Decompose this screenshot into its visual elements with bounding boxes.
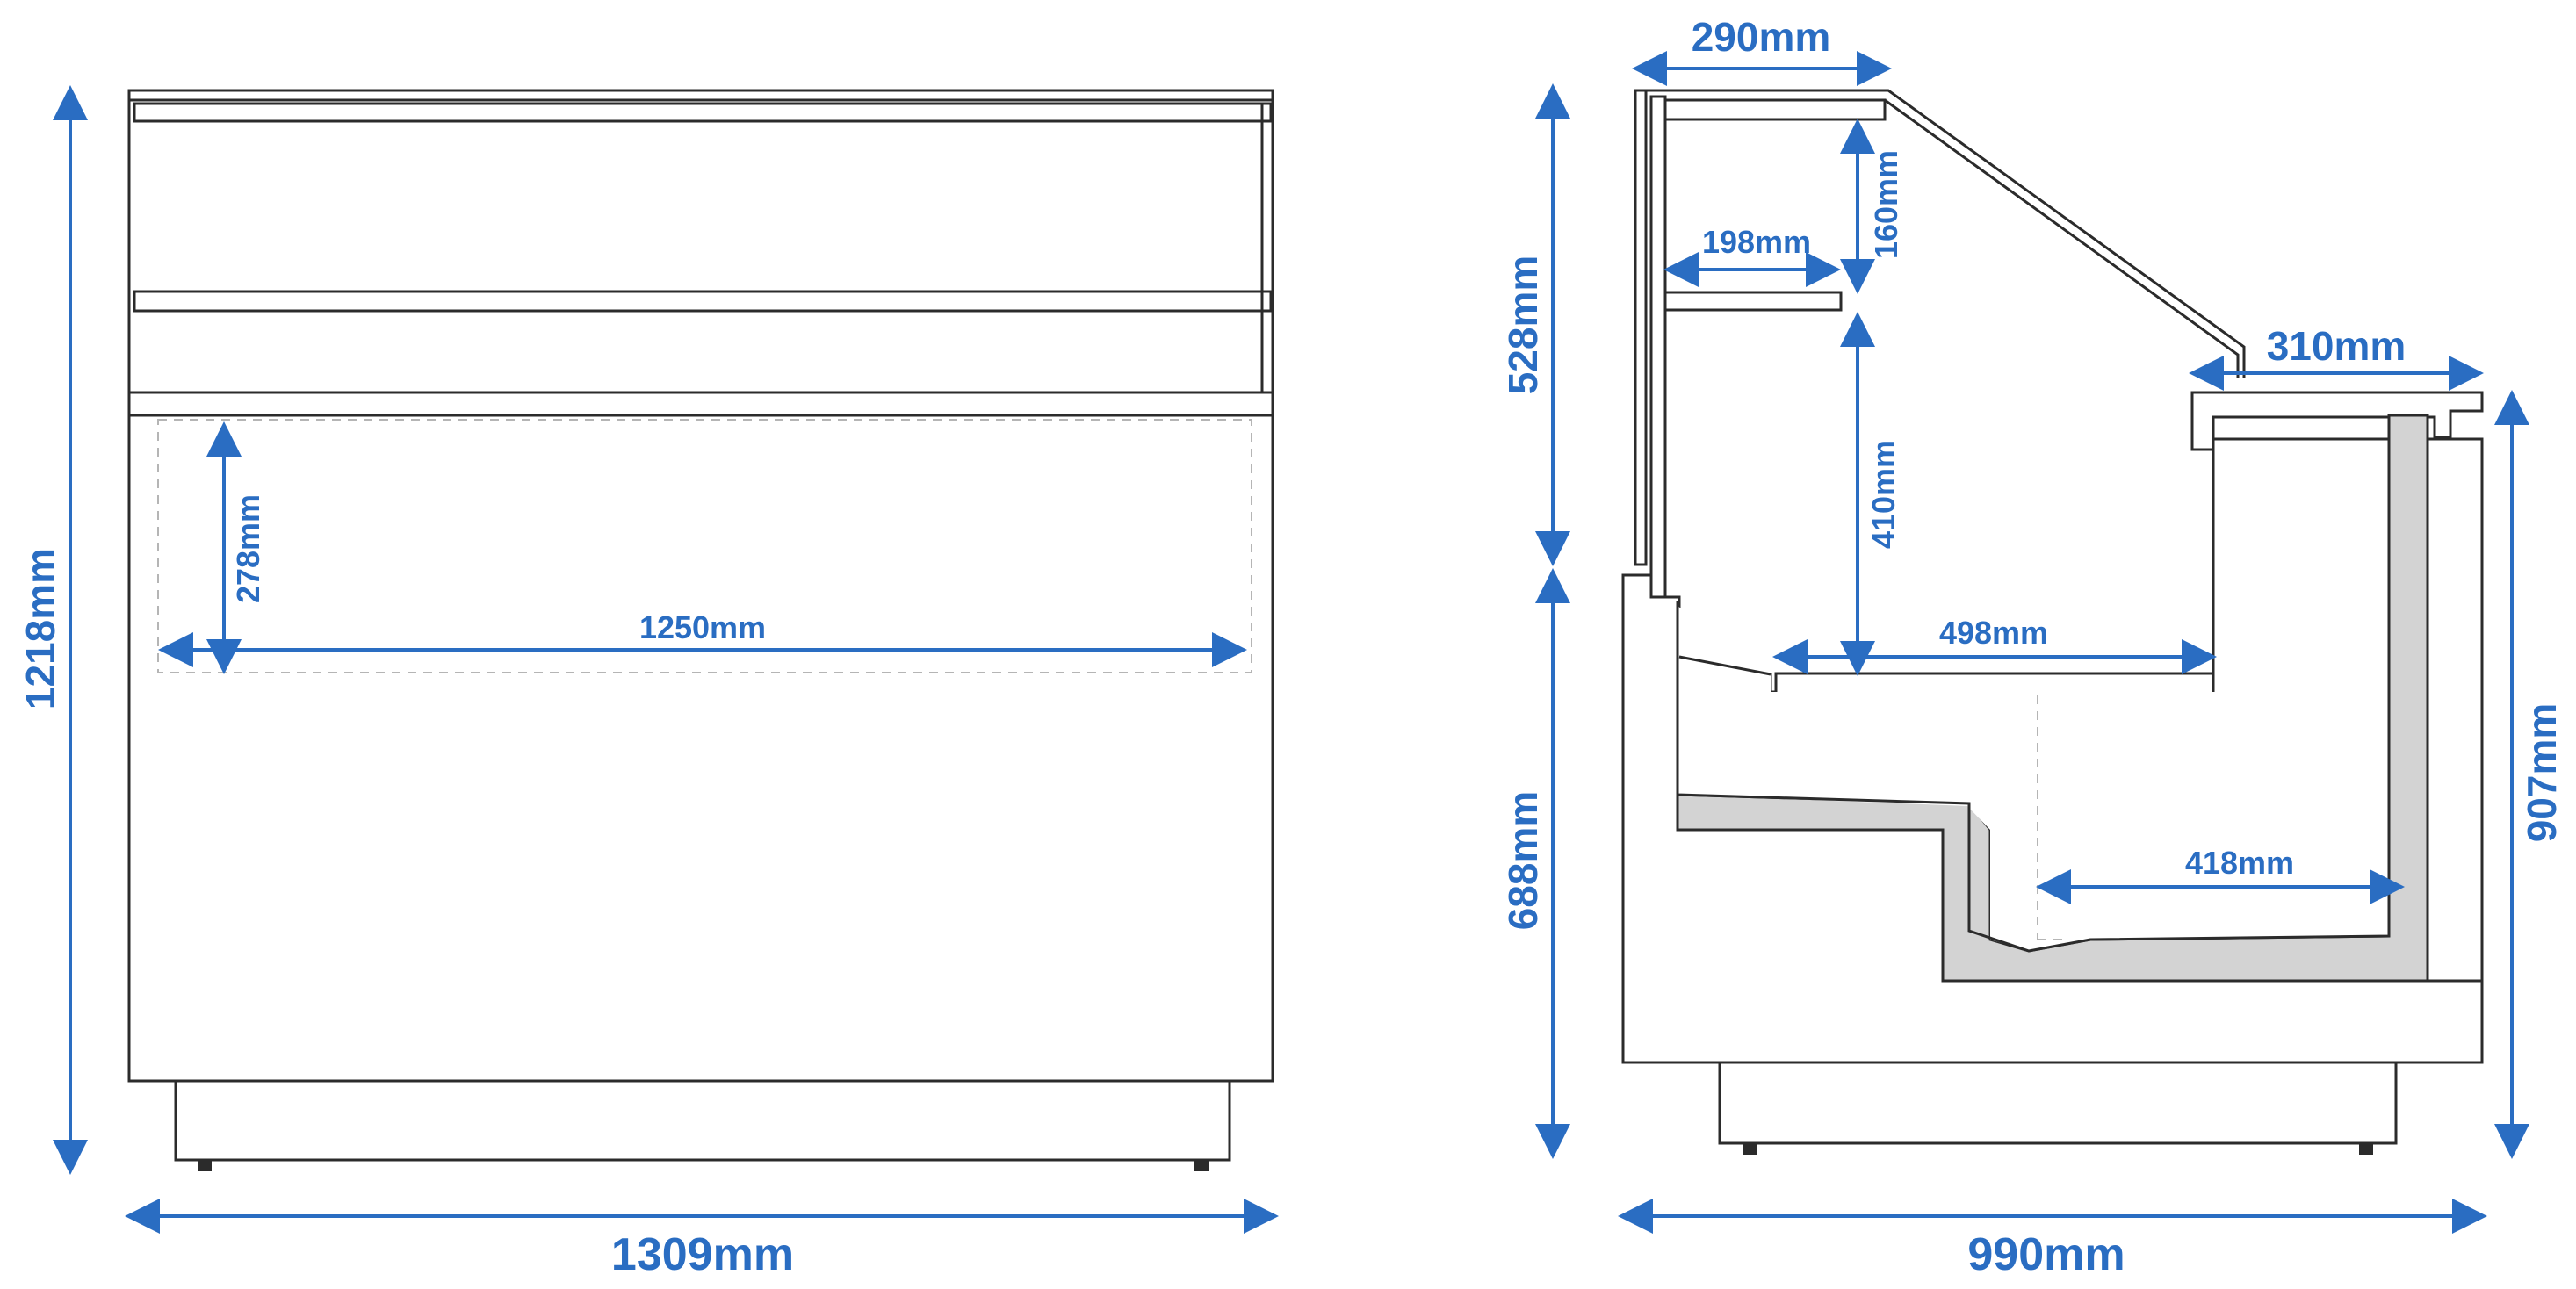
side-top-depth-label: 290mm [1692, 14, 1831, 60]
side-middle-height-label: 410mm [1865, 440, 1901, 549]
front-canopy-frame [127, 89, 1274, 394]
side-counter-top [2190, 391, 2484, 451]
side-rear-post-outer [1634, 89, 1648, 566]
side-view: 290mm 198mm 160mm 528mm 688mm 410mm 310m… [1500, 14, 2565, 1280]
side-foot-left [1743, 1143, 1757, 1155]
front-height-label: 1218mm [18, 548, 63, 709]
side-upper-shelf [1663, 291, 1843, 312]
front-body [127, 414, 1274, 1083]
side-shelf-depth-label: 498mm [1939, 615, 2048, 651]
side-rear-post-inner [1649, 95, 1667, 599]
front-view: 1218mm 1309mm 278mm 1250mm [18, 85, 1279, 1280]
side-upper-height-label: 528mm [1500, 256, 1546, 395]
front-shelf-height-label: 278mm [230, 494, 266, 603]
side-upper-shelf-label: 198mm [1702, 224, 1811, 260]
front-plinth [174, 1079, 1231, 1162]
front-middle-shelf [133, 290, 1273, 313]
front-foot-right [1194, 1160, 1209, 1171]
front-inner-width-label: 1250mm [639, 609, 766, 645]
side-lower-height-label: 688mm [1500, 791, 1546, 931]
side-shelf-spacing-label: 160mm [1868, 150, 1904, 259]
front-well-outline [157, 419, 1252, 673]
side-well-depth-label: 418mm [2185, 845, 2294, 881]
side-counter-depth-label: 310mm [2267, 323, 2406, 369]
side-foot-right [2359, 1143, 2373, 1155]
side-top-shelf [1663, 98, 1887, 121]
side-plinth [1718, 1061, 2398, 1145]
front-top-shelf [133, 102, 1273, 123]
side-rear-height-label: 907mm [2519, 703, 2565, 843]
side-overall-depth-label: 990mm [1967, 1229, 2125, 1280]
side-display-shelf [1774, 672, 2215, 696]
front-width-label: 1309mm [611, 1229, 794, 1280]
front-counter-band [127, 391, 1274, 417]
front-foot-left [198, 1160, 212, 1171]
